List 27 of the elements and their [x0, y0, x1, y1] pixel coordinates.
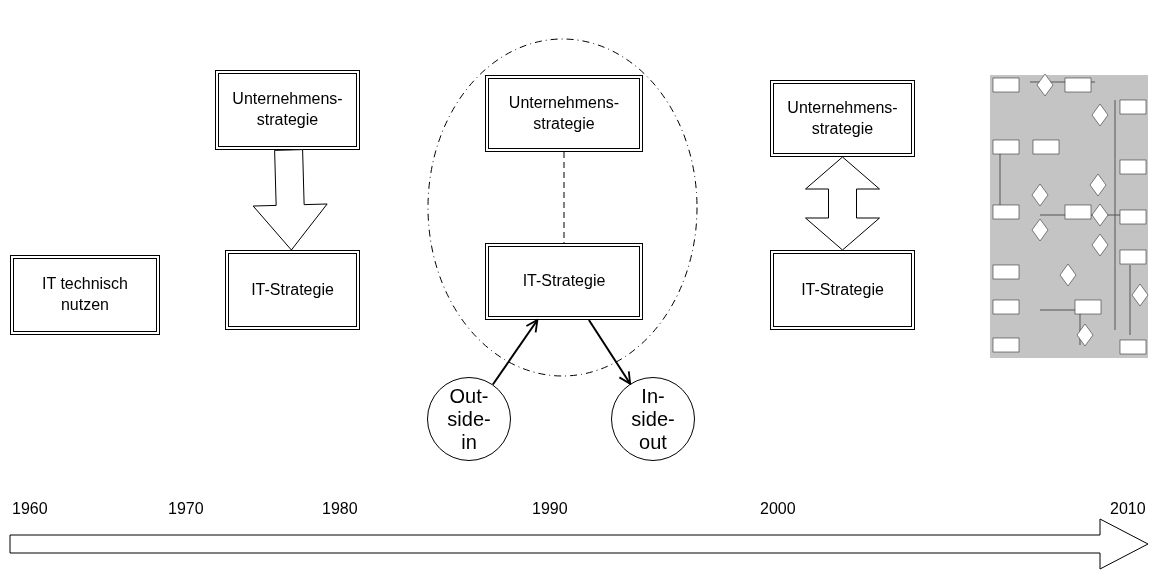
arrow	[587, 319, 632, 385]
strategy-box	[215, 70, 360, 150]
node-text: IT-Strategie	[521, 271, 607, 292]
node-text: In- side- out	[631, 384, 675, 454]
node-text: Unternehmens- strategie	[231, 89, 344, 130]
strategy-box	[770, 80, 915, 157]
year-label: 1960	[12, 500, 48, 518]
dashed-line	[563, 151, 565, 244]
year-label: 2000	[760, 500, 796, 518]
node-text: IT technisch nutzen	[41, 274, 129, 315]
strategy-box	[10, 255, 160, 335]
node-text: IT-Strategie	[250, 279, 335, 300]
year-label: 1990	[532, 500, 568, 518]
block-arrow	[252, 149, 328, 251]
node-text: Out- side- in	[447, 384, 491, 454]
strategy-box	[770, 250, 915, 330]
year-label: 1980	[322, 500, 358, 518]
strategy-box	[485, 243, 643, 320]
strategy-box	[225, 250, 360, 330]
year-label: 1970	[168, 500, 204, 518]
year-label: 2010	[1110, 500, 1146, 518]
strategy-box	[485, 75, 643, 152]
block-arrow	[805, 156, 880, 251]
arrow	[491, 319, 539, 386]
node-text: IT-Strategie	[800, 279, 885, 300]
node-text: Unternehmens- strategie	[786, 97, 899, 139]
node-text: Unternehmens- strategie	[507, 92, 621, 134]
